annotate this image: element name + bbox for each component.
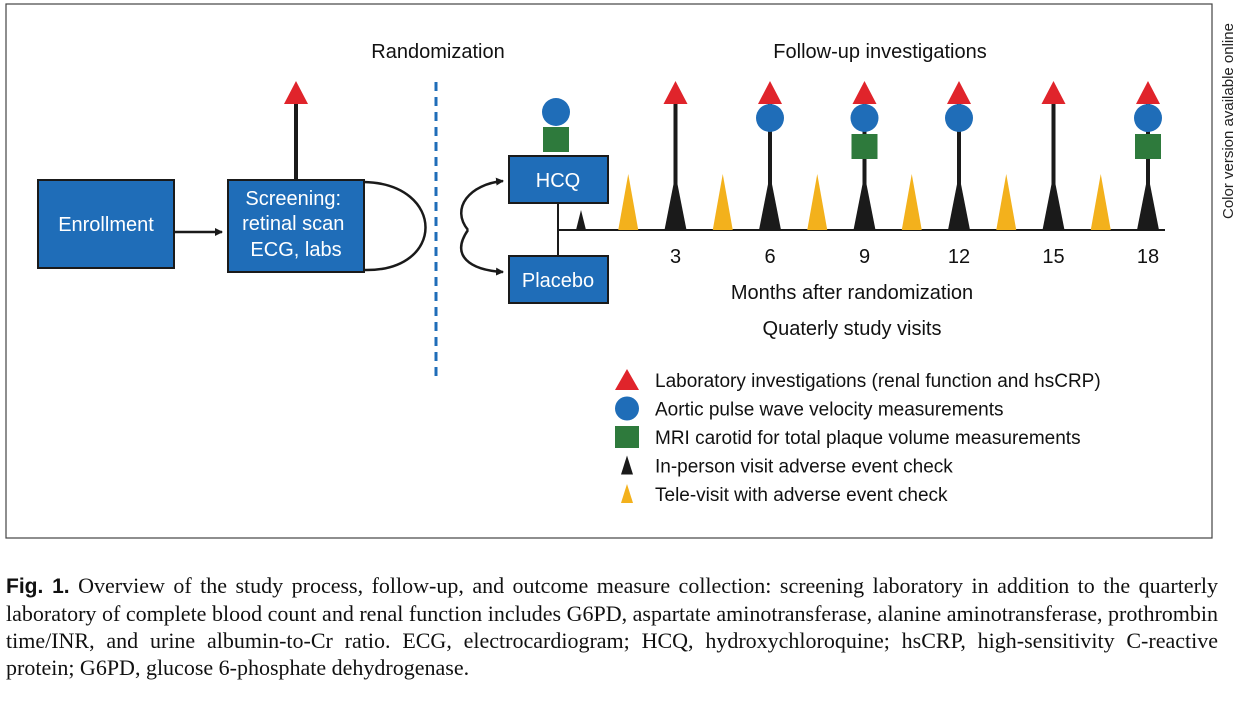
timeline-tick-label: 12	[948, 246, 970, 268]
in-person-visit-triangle-icon	[1042, 174, 1065, 230]
timeline-sublabel: Quaterly study visits	[763, 318, 942, 340]
in-person-visit-triangle-icon	[1137, 174, 1159, 230]
enrollment-label: Enrollment	[58, 214, 154, 236]
in-person-visit-triangle-icon	[664, 174, 687, 230]
timeline-tick-label: 9	[859, 246, 870, 268]
tele-visit-triangle-icon	[901, 174, 922, 230]
enrollment-box	[37, 179, 175, 269]
color-version-note: Color version available online	[1220, 23, 1237, 219]
tele-visit-triangle-icon	[618, 174, 639, 230]
baseline-pwv-circle-icon	[542, 98, 570, 126]
baseline-mri-square-icon	[543, 127, 569, 152]
screening-box	[227, 179, 365, 273]
placebo-box	[508, 255, 609, 304]
legend-label: Tele-visit with adverse event check	[655, 485, 948, 506]
screening-line-1: Screening:	[245, 188, 341, 210]
legend-pwv-circle-icon	[615, 396, 639, 421]
in-person-visit-triangle-icon	[948, 174, 970, 230]
lab-triangle-icon	[1041, 81, 1066, 104]
follow-up-timeline: 3 6 9 12 15 18	[558, 81, 1165, 268]
screening-line-3: ECG, labs	[250, 239, 341, 261]
lab-triangle-icon	[1136, 81, 1160, 104]
in-person-visit-triangle-icon	[576, 210, 586, 230]
timeline-tick-label: 15	[1042, 246, 1064, 268]
screening-line-2: retinal scan	[242, 213, 344, 235]
legend-in-person-triangle-icon	[621, 455, 633, 475]
screening-loop-curve	[363, 180, 427, 272]
pwv-circle-icon	[1134, 104, 1162, 132]
lab-triangle-icon	[947, 81, 971, 104]
lab-triangle-icon	[663, 81, 688, 104]
legend-mri-square-icon	[615, 426, 639, 448]
in-person-visit-triangle-icon	[853, 174, 876, 230]
randomization-to-placebo-arrow	[460, 229, 504, 276]
timeline-tick-label: 18	[1137, 246, 1159, 268]
hcq-label: HCQ	[536, 170, 580, 192]
figure-caption: Fig. 1. Overview of the study process, f…	[6, 572, 1218, 681]
lab-triangle-icon	[852, 81, 877, 104]
mri-square-icon	[1135, 134, 1161, 159]
screening-lab-triangle-icon	[284, 81, 308, 104]
hcq-box	[508, 155, 609, 204]
legend-lab-triangle-icon	[615, 369, 639, 390]
legend-label: In-person visit adverse event check	[655, 457, 953, 478]
tele-visit-triangle-icon	[807, 174, 828, 230]
screening-label: Screening: retinal scan ECG, labs	[242, 188, 350, 261]
mri-square-icon	[851, 134, 878, 159]
placebo-label: Placebo	[522, 270, 594, 292]
caption-text: Overview of the study process, follow-up…	[6, 573, 1219, 680]
timeline-axis-label: Months after randomization	[731, 282, 973, 304]
tele-visit-triangle-icon	[712, 174, 733, 230]
figure-frame	[5, 3, 1213, 539]
lab-triangle-icon	[758, 81, 782, 104]
pwv-circle-icon	[756, 104, 784, 132]
legend: Laboratory investigations (renal functio…	[615, 369, 1101, 506]
pwv-circle-icon	[945, 104, 973, 132]
randomization-heading: Randomization	[371, 41, 504, 63]
tele-visit-triangle-icon	[996, 174, 1017, 230]
in-person-visit-triangle-icon	[759, 174, 781, 230]
legend-label: Laboratory investigations (renal functio…	[655, 371, 1101, 392]
follow-up-heading: Follow-up investigations	[773, 41, 986, 63]
timeline-tick-label: 3	[670, 246, 681, 268]
randomization-to-hcq-arrow	[460, 177, 504, 231]
pwv-circle-icon	[850, 104, 879, 132]
legend-label: Aortic pulse wave velocity measurements	[655, 400, 1003, 421]
tele-visit-triangle-icon	[1090, 174, 1111, 230]
timeline-tick-label: 6	[764, 246, 775, 268]
legend-tele-triangle-icon	[621, 484, 633, 503]
caption-lead: Fig. 1.	[6, 575, 70, 598]
legend-label: MRI carotid for total plaque volume meas…	[655, 428, 1081, 449]
